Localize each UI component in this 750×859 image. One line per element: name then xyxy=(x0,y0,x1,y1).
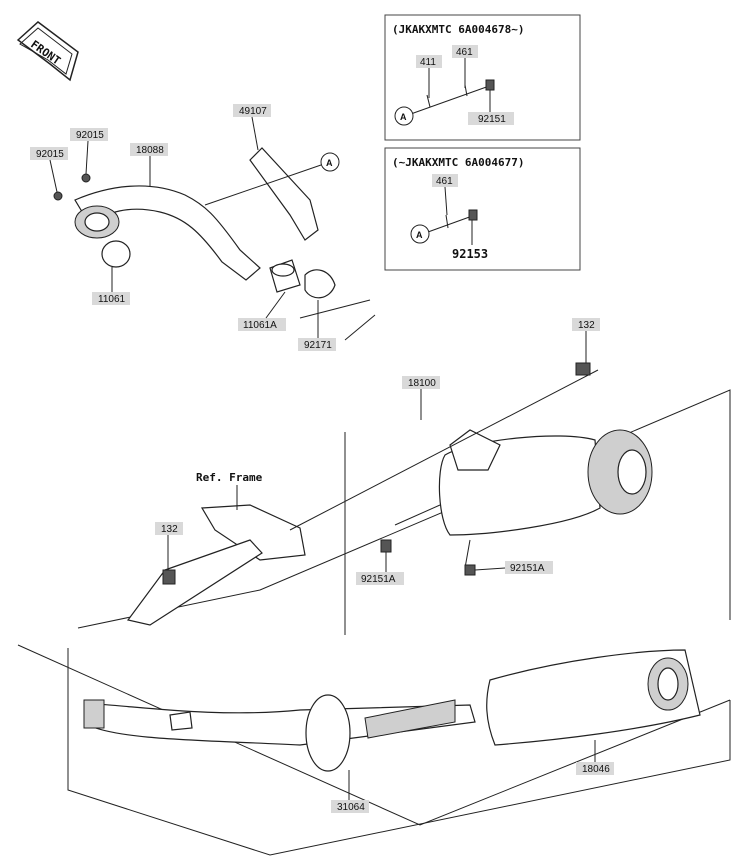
heat-guard xyxy=(249,147,319,241)
part-92015-b: 92015 xyxy=(36,149,64,160)
exhaust-pipe-assembly: A xyxy=(53,147,376,341)
callout-a-letter-3: A xyxy=(326,158,333,168)
inset-bottom-part-461: 461 xyxy=(436,176,453,187)
part-11061a: 11061A xyxy=(243,320,277,331)
part-49107: 49107 xyxy=(239,106,267,117)
part-92151a-1: 92151A xyxy=(361,574,396,585)
front-arrow-icon: FRONT xyxy=(16,21,79,82)
part-18088: 18088 xyxy=(136,145,164,156)
part-92171: 92171 xyxy=(304,340,332,351)
callout-a-letter-2: A xyxy=(416,230,423,240)
part-92151a-2: 92151A xyxy=(510,563,545,574)
inset-bottom: (~JKAKXMTC 6A004677) A 461 92153 xyxy=(384,147,581,271)
callout-a-letter: A xyxy=(400,112,407,122)
part-31064: 31064 xyxy=(337,802,365,813)
inset-top-part-461: 461 xyxy=(456,47,473,58)
ref-frame-label: Ref. Frame xyxy=(196,471,263,484)
part-18100: 18100 xyxy=(408,378,436,389)
part-11061: 11061 xyxy=(98,294,126,305)
lower-exhaust xyxy=(83,649,701,772)
part-132-a: 132 xyxy=(578,320,595,331)
callout-a-circle-2 xyxy=(410,224,430,244)
silencer-cover xyxy=(486,649,701,746)
part-132-b: 132 xyxy=(161,524,178,535)
callout-a-circle xyxy=(394,106,414,126)
inset-top: (JKAKXMTC 6A004678~) A 411 461 92151 xyxy=(384,14,581,141)
gasket-ring xyxy=(101,240,131,268)
part-18046: 18046 xyxy=(582,764,610,775)
inset-top-part-92151: 92151 xyxy=(478,114,506,125)
frame-bracket xyxy=(200,504,306,561)
inset-top-title: (JKAKXMTC 6A004678~) xyxy=(392,23,524,36)
inset-top-part-411: 411 xyxy=(420,57,436,68)
inset-bottom-title: (~JKAKXMTC 6A004677) xyxy=(392,156,524,169)
muffler-end-plate xyxy=(305,694,351,772)
part-92015-a: 92015 xyxy=(76,130,104,141)
muffler-assembly xyxy=(17,362,731,856)
inset-bottom-part-92153: 92153 xyxy=(452,247,488,261)
